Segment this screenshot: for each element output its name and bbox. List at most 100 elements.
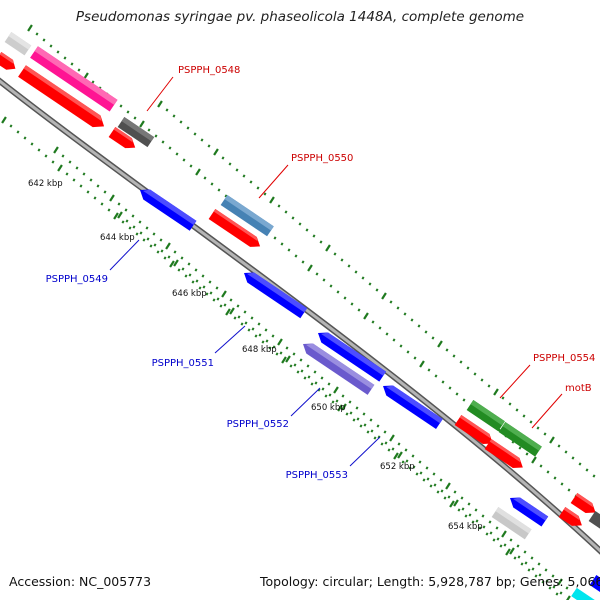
tick-mark xyxy=(520,562,524,566)
feature-PSPPH_0553[interactable] xyxy=(380,381,443,429)
tick-mark xyxy=(429,484,433,488)
tick-mark xyxy=(541,580,545,584)
feature-PSPPH_0554[interactable] xyxy=(466,400,505,432)
feature-outer-red-1[interactable] xyxy=(0,52,19,74)
tick-mark xyxy=(392,338,396,342)
tick-mark xyxy=(210,182,214,186)
tick-mark xyxy=(277,204,281,208)
label-PSPPH_0552[interactable]: PSPPH_0552 xyxy=(227,419,289,430)
label-PSPPH_0551[interactable]: PSPPH_0551 xyxy=(152,358,214,369)
tick-mark xyxy=(72,178,76,182)
label-PSPPH_0550[interactable]: PSPPH_0550 xyxy=(291,153,353,164)
tick-mark xyxy=(345,412,349,416)
tick-mark xyxy=(447,495,451,499)
feature-inner-lightgray[interactable] xyxy=(491,507,532,540)
tick-mark xyxy=(543,432,547,436)
tick-mark xyxy=(264,328,268,332)
feature-motB[interactable] xyxy=(498,422,542,457)
tick-mark xyxy=(513,556,517,560)
tick-mark xyxy=(560,482,564,486)
label-PSPPH_0554[interactable]: PSPPH_0554 xyxy=(533,353,595,364)
tick-mark xyxy=(300,369,304,373)
tick-mark xyxy=(544,568,548,572)
tick-mark xyxy=(527,568,531,572)
tick-mark xyxy=(352,418,356,422)
feature-PSPPH_0549[interactable] xyxy=(137,185,197,231)
feature-outer-darkgray[interactable] xyxy=(117,117,155,148)
scale-label-652: 652 kbp xyxy=(380,462,415,472)
label-motB[interactable]: motB xyxy=(565,383,592,394)
tick-mark xyxy=(387,448,391,452)
feature-outer-red-6[interactable] xyxy=(484,439,527,472)
tick-mark xyxy=(331,400,335,404)
tick-mark xyxy=(163,256,167,260)
label-PSPPH_0549[interactable]: PSPPH_0549 xyxy=(46,274,108,285)
tick-mark xyxy=(427,368,431,372)
tick-mark xyxy=(406,350,410,354)
feature-inner-cyan[interactable] xyxy=(571,587,599,600)
feature-blue-inner-long[interactable] xyxy=(315,328,387,382)
tick-mark xyxy=(431,336,435,340)
tick-mark xyxy=(357,308,361,312)
tick-mark xyxy=(557,578,563,586)
tick-mark xyxy=(424,330,428,334)
tick-mark xyxy=(405,459,409,463)
feature-inner-blue-small[interactable] xyxy=(507,493,549,527)
tick-mark xyxy=(564,450,568,454)
feature-outer-red-2[interactable] xyxy=(18,65,108,132)
tick-mark xyxy=(273,236,277,240)
tick-mark xyxy=(307,375,311,379)
feature-outer-red-3[interactable] xyxy=(108,127,139,153)
feature-outer-red-8[interactable] xyxy=(558,507,586,530)
feature-PSPPH_0550[interactable] xyxy=(220,195,274,237)
feature-PSPPH_0552[interactable] xyxy=(300,339,375,395)
feature-PSPPH_0551[interactable] xyxy=(241,268,308,319)
tick-mark xyxy=(449,500,455,508)
tick-mark xyxy=(242,174,246,178)
tick-mark xyxy=(325,244,331,252)
tick-mark xyxy=(53,146,59,154)
tick-mark xyxy=(348,400,352,404)
tick-mark xyxy=(422,478,426,482)
tick-mark xyxy=(525,452,529,456)
scale-label-654: 654 kbp xyxy=(448,522,483,532)
feature-outer-red-5[interactable] xyxy=(454,415,497,448)
label-PSPPH_0548[interactable]: PSPPH_0548 xyxy=(178,65,240,76)
tick-mark xyxy=(89,178,93,182)
feature-inner-blue-corner[interactable] xyxy=(589,575,600,593)
feature-outer-red-7[interactable] xyxy=(570,493,599,517)
tick-mark xyxy=(361,276,365,280)
tick-mark xyxy=(545,579,549,583)
tick-mark xyxy=(215,286,219,290)
tick-mark xyxy=(475,519,479,523)
tick-mark xyxy=(343,296,347,300)
tick-mark xyxy=(340,258,344,262)
tick-mark xyxy=(240,322,244,326)
label-PSPPH_0553[interactable]: PSPPH_0553 xyxy=(286,470,348,481)
tick-mark xyxy=(381,292,387,300)
tick-mark xyxy=(219,304,223,308)
tick-mark xyxy=(336,290,340,294)
feature-outer-lightgray[interactable] xyxy=(4,32,32,56)
tick-mark xyxy=(559,591,563,595)
tick-mark xyxy=(280,242,284,246)
tick-mark xyxy=(485,532,489,536)
tick-mark xyxy=(261,340,265,344)
tick-mark xyxy=(380,442,384,446)
tick-mark xyxy=(337,404,343,412)
feature-outer-red-4[interactable] xyxy=(208,209,264,251)
tick-mark xyxy=(320,376,324,380)
feature-outer-darkgray-2[interactable] xyxy=(588,511,600,530)
tick-mark xyxy=(193,132,197,136)
tick-mark xyxy=(441,380,445,384)
feature-outer-pink[interactable] xyxy=(30,46,118,112)
tick-mark xyxy=(180,256,184,260)
tick-mark xyxy=(237,315,241,319)
tick-mark xyxy=(377,435,381,439)
tick-mark xyxy=(578,462,582,466)
tick-mark xyxy=(478,526,482,530)
tick-mark xyxy=(378,326,382,330)
tick-mark xyxy=(399,344,403,348)
tick-mark xyxy=(277,338,283,346)
